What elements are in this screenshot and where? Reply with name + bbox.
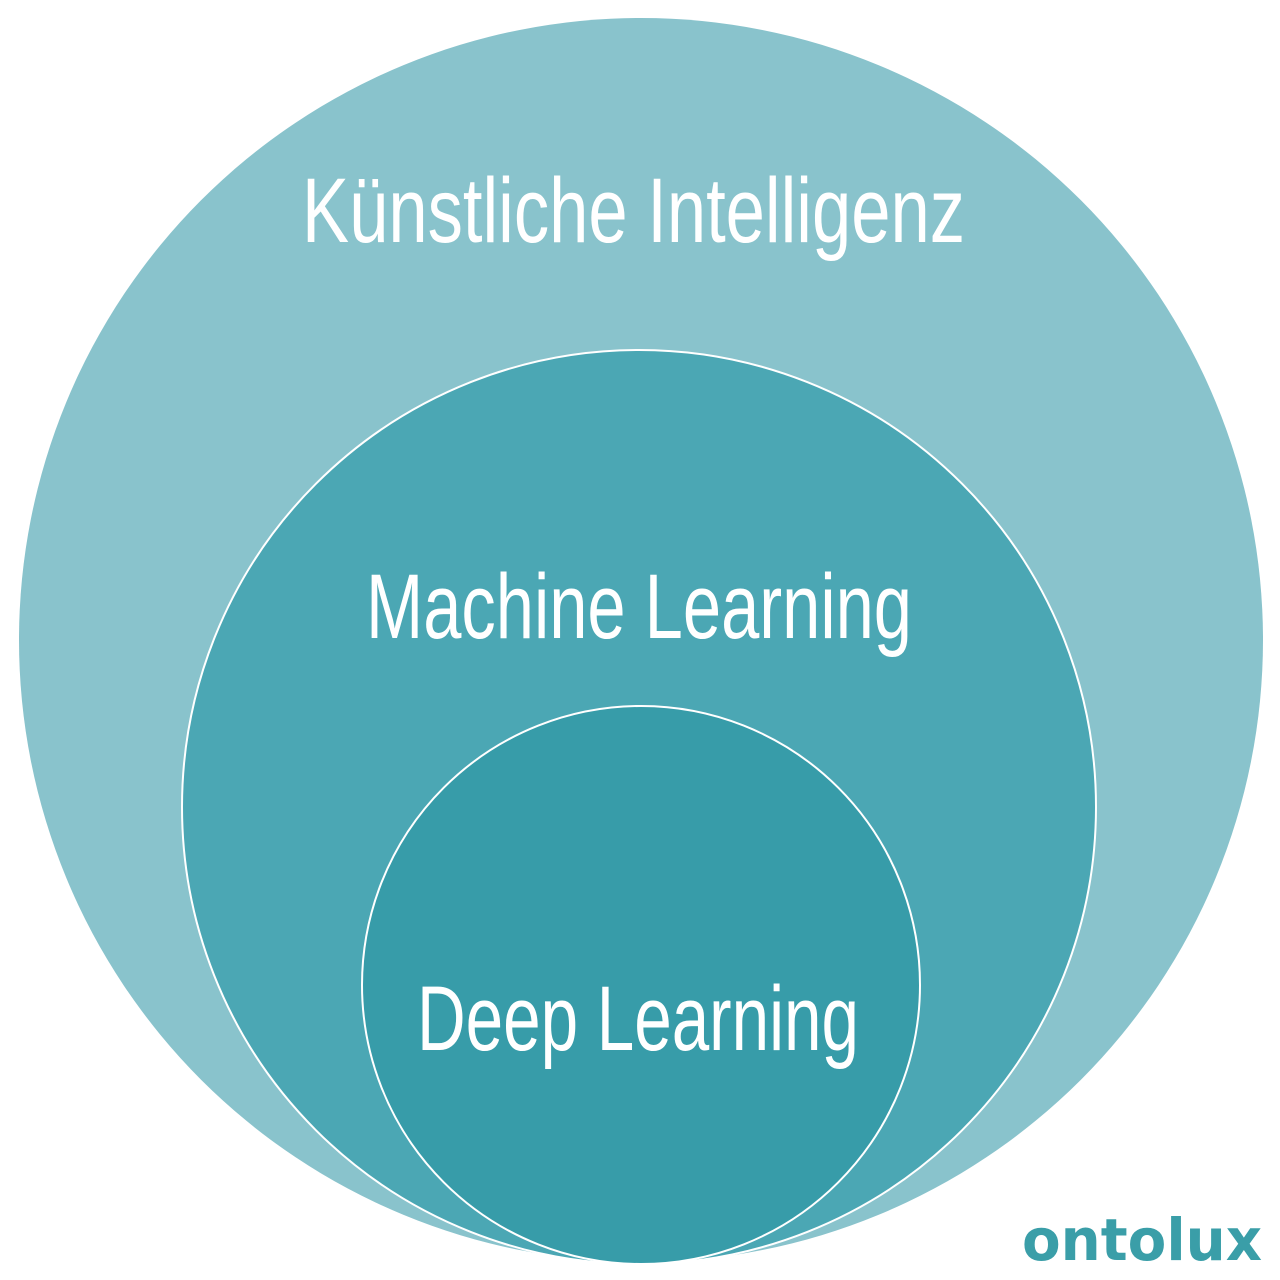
label-ai: Künstliche Intelligenz xyxy=(302,160,965,262)
ontolux-logo: ontolux xyxy=(1022,1206,1262,1274)
circle-deep-learning xyxy=(361,705,921,1265)
label-deep-learning: Deep Learning xyxy=(417,968,859,1070)
label-machine-learning: Machine Learning xyxy=(366,556,912,658)
